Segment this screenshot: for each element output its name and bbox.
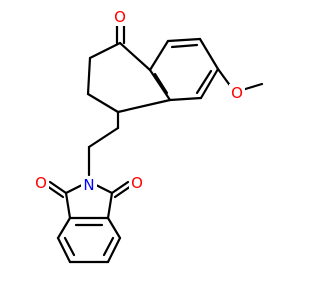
bond (195, 69, 213, 95)
bond (116, 98, 172, 114)
bond (106, 236, 122, 264)
atom-labels: O O N O O (33, 8, 245, 194)
structure-canvas: O O N O O (33, 8, 264, 264)
bond (56, 236, 72, 264)
bond (94, 183, 114, 195)
bond (56, 216, 72, 240)
bond (199, 67, 220, 100)
bond-group-tetralone (86, 22, 264, 114)
imide-oxygen-left-label: O (35, 174, 47, 192)
bond (148, 68, 172, 102)
bond (118, 41, 152, 72)
bond (86, 92, 120, 114)
bond (198, 37, 220, 71)
bond (106, 191, 114, 220)
bond (240, 82, 264, 92)
label-background (81, 176, 97, 194)
imide-oxygen-right-label: O (131, 174, 143, 192)
imide-nitrogen-label: N (83, 176, 94, 194)
bond-group-phthalimide (45, 180, 133, 264)
bond (168, 96, 203, 102)
bond (88, 41, 122, 60)
bond (87, 126, 120, 149)
bond (102, 236, 115, 257)
bond (64, 191, 72, 220)
bond (48, 180, 68, 195)
label-background (33, 174, 49, 192)
bond (110, 180, 130, 195)
bond (113, 184, 133, 199)
bond (153, 72, 169, 95)
bond (45, 184, 65, 199)
bond-group-linker (87, 110, 120, 177)
label-background (229, 84, 245, 102)
bond (106, 216, 122, 240)
bond (63, 236, 76, 257)
label-background (112, 8, 128, 26)
methoxy-oxygen-label: O (231, 84, 243, 102)
molecule-diagram: O O N O O (33, 8, 264, 264)
ketone-oxygen-label: O (114, 8, 126, 26)
bond (64, 183, 84, 195)
label-background (129, 174, 145, 192)
bond (166, 37, 202, 43)
bond (170, 43, 199, 49)
bond (86, 56, 92, 96)
bond (148, 39, 170, 72)
